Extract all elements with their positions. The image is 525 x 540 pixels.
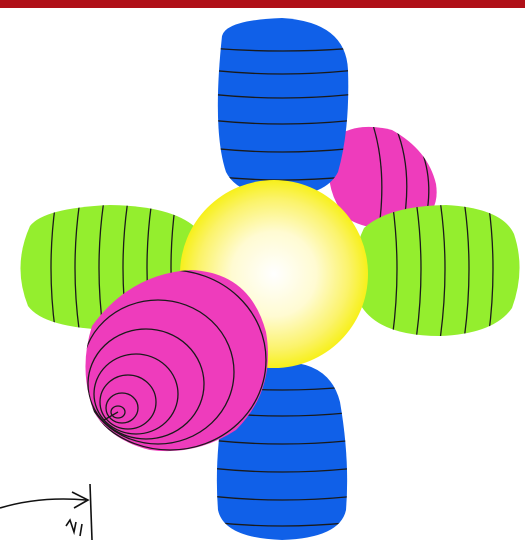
blue-lobe-top xyxy=(210,18,356,196)
green-lobe-right xyxy=(354,200,520,340)
curved-arrow-icon xyxy=(0,484,92,540)
